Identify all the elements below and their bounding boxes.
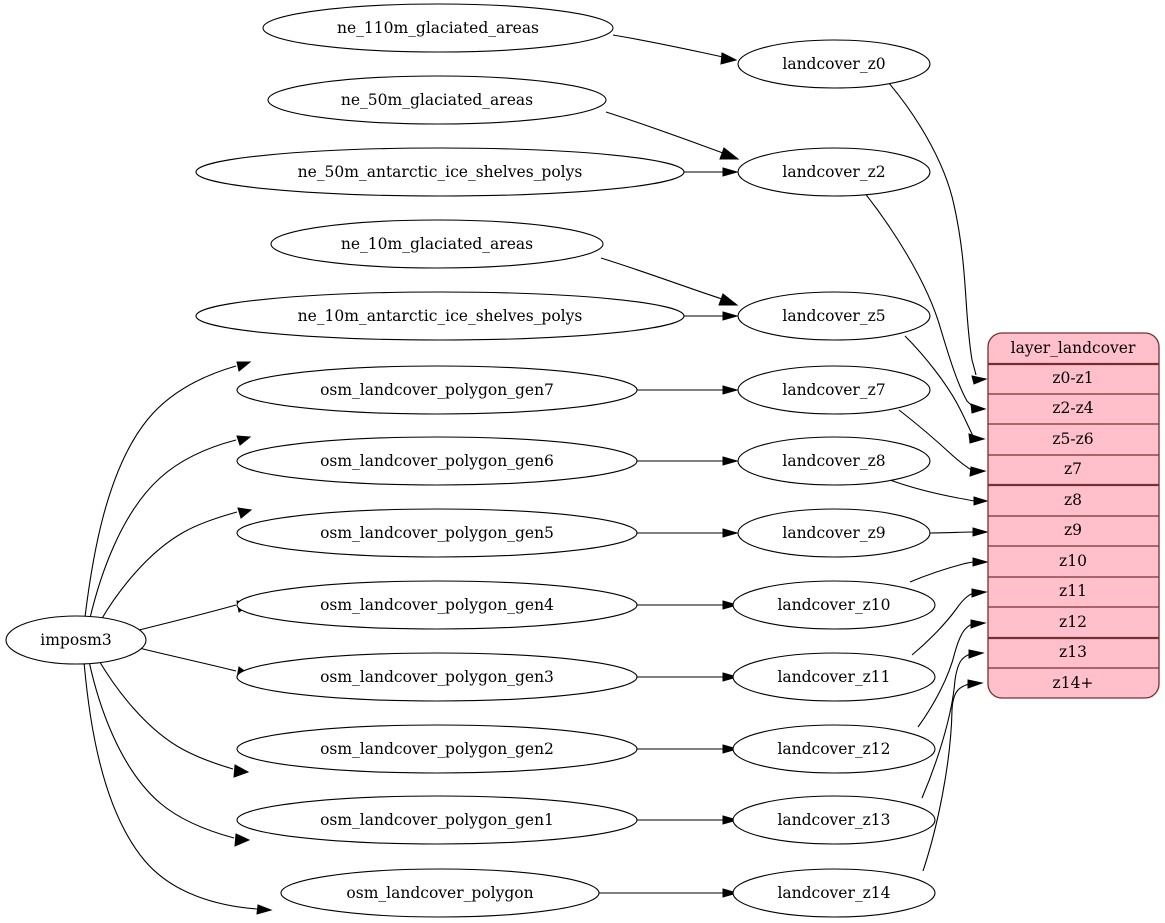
node-landcover-z14[interactable]: landcover_z14 [732,868,936,918]
edge-ne10glac-to-z5 [600,257,739,306]
table-row-z8[interactable]: z8 [988,485,1159,516]
node-osm-landcover-polygon-gen6[interactable]: osm_landcover_polygon_gen6 [236,436,638,486]
edge-z9-to-row-z9 [929,527,989,537]
edge-imposm3-to-gen5 [100,507,253,621]
table-row-z13[interactable]: z13 [988,638,1159,668]
edge-gen4-to-z10 [637,600,739,610]
node-osm-landcover-polygon-gen1[interactable]: osm_landcover_polygon_gen1 [236,795,638,845]
edge-z12-to-row-z12 [917,619,987,728]
edge-z10-to-row-z10 [909,557,989,583]
node-landcover-z9[interactable]: landcover_z9 [737,508,931,558]
node-landcover-z7[interactable]: landcover_z7 [737,365,931,415]
edge-gen2-to-z12 [636,744,739,754]
edge-gen5-to-z9 [637,528,739,538]
edge-ne50ant-to-z2 [683,167,739,177]
edge-imposm3-to-polygon [83,661,273,915]
edge-imposm3-to-gen4 [138,600,252,631]
edge-z14-to-row-z14plus [922,679,984,872]
node-landcover-z11[interactable]: landcover_z11 [732,652,936,702]
node-ne-10m-antarctic-ice-shelves-polys[interactable]: ne_10m_antarctic_ice_shelves_polys [195,291,685,341]
edge-z11-to-row-z11 [911,588,988,656]
edge-layer [83,34,989,915]
layer-landcover-table: layer_landcover z0-z1 z2-z4 z5-z6 z7 [987,332,1160,699]
edge-imposm3-to-gen3 [138,647,252,679]
edge-gen6-to-z8 [637,456,739,466]
node-ne-10m-glaciated-areas[interactable]: ne_10m_glaciated_areas [270,219,604,269]
node-osm-landcover-polygon-gen5[interactable]: osm_landcover_polygon_gen5 [236,508,638,558]
node-ne-50m-antarctic-ice-shelves-polys[interactable]: ne_50m_antarctic_ice_shelves_polys [195,147,685,197]
node-landcover-z12[interactable]: landcover_z12 [732,724,936,774]
node-landcover-z5[interactable]: landcover_z5 [737,291,931,341]
edge-imposm3-to-gen2 [97,658,250,778]
node-imposm3[interactable]: imposm3 [5,615,147,665]
edge-z0-to-row-z0z1 [887,81,988,385]
edge-gen3-to-z11 [637,672,739,682]
node-landcover-z13[interactable]: landcover_z13 [732,795,936,845]
edge-ne110-to-z0 [612,34,738,65]
node-osm-landcover-polygon-gen3[interactable]: osm_landcover_polygon_gen3 [236,652,638,702]
node-landcover-z8[interactable]: landcover_z8 [737,436,931,486]
edge-ne10ant-to-z5 [683,311,739,321]
edge-imposm3-to-gen7 [84,361,252,618]
table-row-z11[interactable]: z11 [988,577,1159,607]
table-row-z9[interactable]: z9 [988,516,1159,546]
node-landcover-z2[interactable]: landcover_z2 [737,147,931,197]
edge-z7-to-row-z7 [898,409,987,477]
table-row-z2-z4[interactable]: z2-z4 [988,394,1159,424]
table-row-z0-z1[interactable]: z0-z1 [988,364,1159,394]
node-landcover-z10[interactable]: landcover_z10 [732,580,936,630]
edge-gen1-to-z13 [637,815,739,825]
edge-imposm3-to-gen1 [88,660,251,847]
table-row-z7[interactable]: z7 [988,455,1159,485]
node-osm-landcover-polygon[interactable]: osm_landcover_polygon [280,868,600,918]
landcover-nodes: landcover_z0 landcover_z2 landcover_z5 l… [732,39,936,918]
table-row-z5-z6[interactable]: z5-z6 [988,424,1159,455]
node-ne-50m-glaciated-areas[interactable]: ne_50m_glaciated_areas [267,75,607,125]
table-header-cell: layer_landcover [1011,339,1136,357]
node-landcover-z0[interactable]: landcover_z0 [737,39,931,89]
edge-z13-to-row-z13 [921,649,985,799]
edge-z2-to-row-z2z4 [863,191,987,414]
edge-polygon-to-z14 [598,888,739,898]
ne-source-nodes: ne_110m_glaciated_areas ne_50m_glaciated… [195,3,685,341]
node-ne-110m-glaciated-areas[interactable]: ne_110m_glaciated_areas [262,3,614,53]
table-row-z14plus[interactable]: z14+ [988,668,1159,698]
node-osm-landcover-polygon-gen7[interactable]: osm_landcover_polygon_gen7 [236,365,638,415]
edge-z8-to-row-z8 [889,479,989,506]
edge-ne50glac-to-z2 [605,111,740,160]
osm-source-nodes: osm_landcover_polygon_gen7 osm_landcover… [236,365,638,918]
node-osm-landcover-polygon-gen4[interactable]: osm_landcover_polygon_gen4 [236,580,638,630]
node-osm-landcover-polygon-gen2[interactable]: osm_landcover_polygon_gen2 [236,724,638,774]
edge-gen7-to-z7 [637,385,739,395]
edge-z5-to-row-z5z6 [904,335,986,444]
edge-imposm3-to-gen6 [89,435,252,619]
table-row-z10[interactable]: z10 [988,546,1159,577]
table-row-z12[interactable]: z12 [988,607,1159,638]
